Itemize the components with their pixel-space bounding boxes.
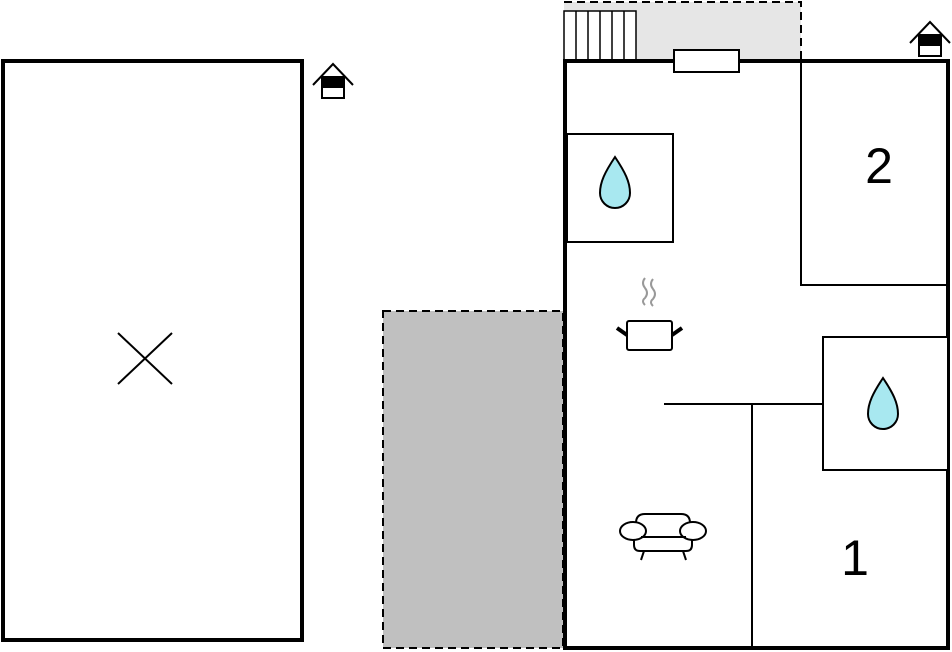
room-label-2: 2 [865, 138, 893, 194]
carport [382, 310, 564, 649]
room-2-walls [800, 61, 948, 286]
room-label-1: 1 [841, 530, 869, 586]
stairs-icon [563, 10, 637, 62]
window-icon [673, 49, 740, 73]
house-entrance-icon [312, 62, 354, 99]
bathroom-drop-icon [866, 376, 900, 430]
house-entrance-icon [909, 20, 951, 57]
kitchen-pot-icon [615, 277, 684, 351]
bathroom-drop-icon [598, 155, 632, 209]
unbuilt-x-icon [117, 332, 173, 385]
living-sofa-icon [619, 513, 707, 561]
